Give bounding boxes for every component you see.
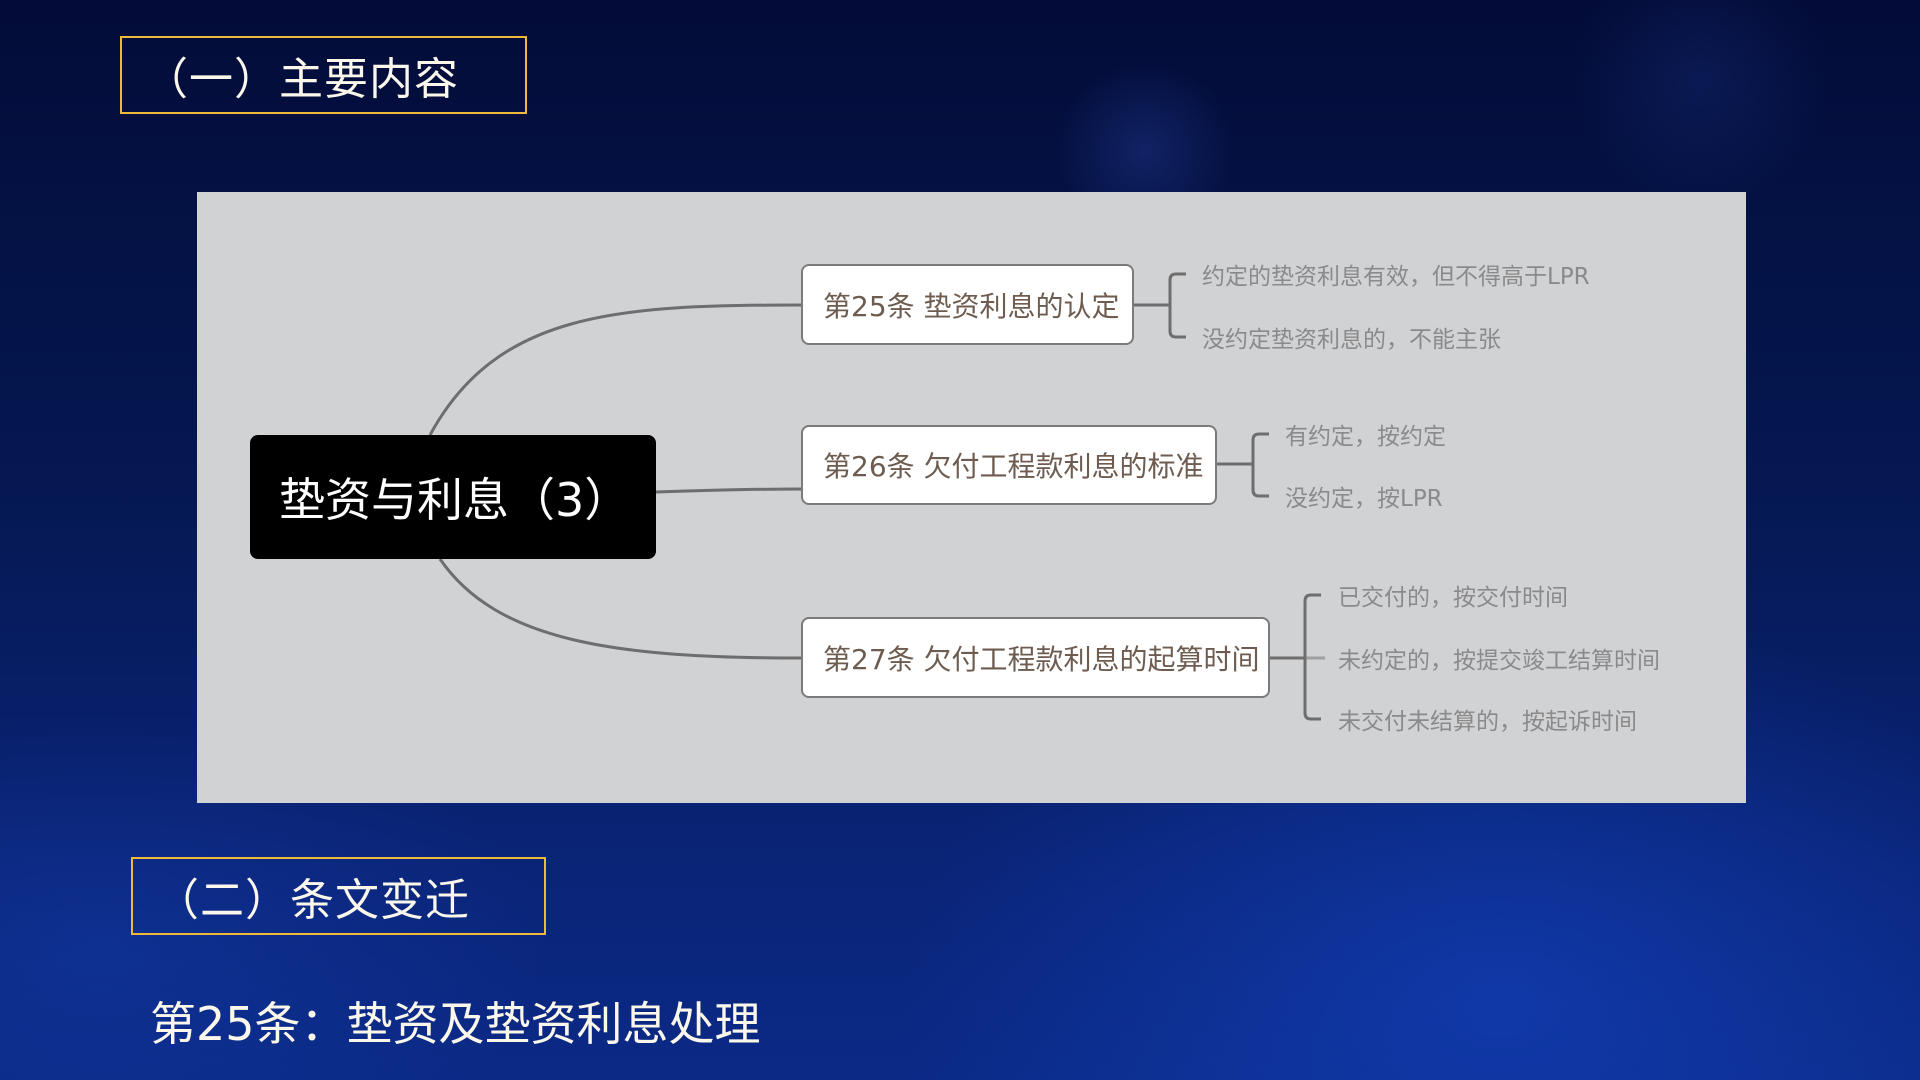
mindmap-node-article-27: 第27条 欠付工程款利息的起算时间 — [801, 617, 1270, 698]
leaf-article-27-2: 未约定的，按提交竣工结算时间 — [1338, 648, 1660, 674]
mindmap-root-node: 垫资与利息（3） — [250, 435, 656, 559]
leaf-article-25-2: 没约定垫资利息的，不能主张 — [1202, 327, 1501, 353]
mindmap-connectors — [428, 272, 1325, 721]
node-label: 第27条 欠付工程款利息的起算时间 — [823, 642, 1260, 676]
mindmap-node-article-25: 第25条 垫资利息的认定 — [801, 264, 1134, 345]
node-label: 第26条 欠付工程款利息的标准 — [823, 450, 1204, 483]
article-heading: 第25条：垫资及垫资利息处理 — [150, 997, 761, 1051]
mindmap-panel: 垫资与利息（3） 第25条 垫资利息的认定 约定的垫资利息有效，但不得高于LPR… — [197, 192, 1746, 803]
connector-root-n26 — [655, 487, 802, 494]
leaf-article-27-1: 已交付的，按交付时间 — [1338, 585, 1568, 611]
connector-root-n25 — [428, 303, 802, 436]
section-title-main-content: （一）主要内容 — [120, 36, 527, 114]
leaf-article-25-1: 约定的垫资利息有效，但不得高于LPR — [1202, 264, 1590, 290]
node-label: 第25条 垫资利息的认定 — [823, 289, 1120, 323]
root-label: 垫资与利息（3） — [279, 473, 631, 527]
section-title-text: （一）主要内容 — [144, 54, 459, 105]
mindmap-node-article-26: 第26条 欠付工程款利息的标准 — [801, 425, 1217, 505]
section-title-text: （二）条文变迁 — [155, 875, 470, 926]
leaf-article-26-1: 有约定，按约定 — [1285, 424, 1446, 450]
section-title-article-changes: （二）条文变迁 — [131, 857, 546, 935]
connector-root-n27 — [438, 558, 802, 660]
leaf-article-27-3: 未交付未结算的，按起诉时间 — [1338, 709, 1637, 735]
leaf-article-26-2: 没约定，按LPR — [1285, 486, 1443, 512]
